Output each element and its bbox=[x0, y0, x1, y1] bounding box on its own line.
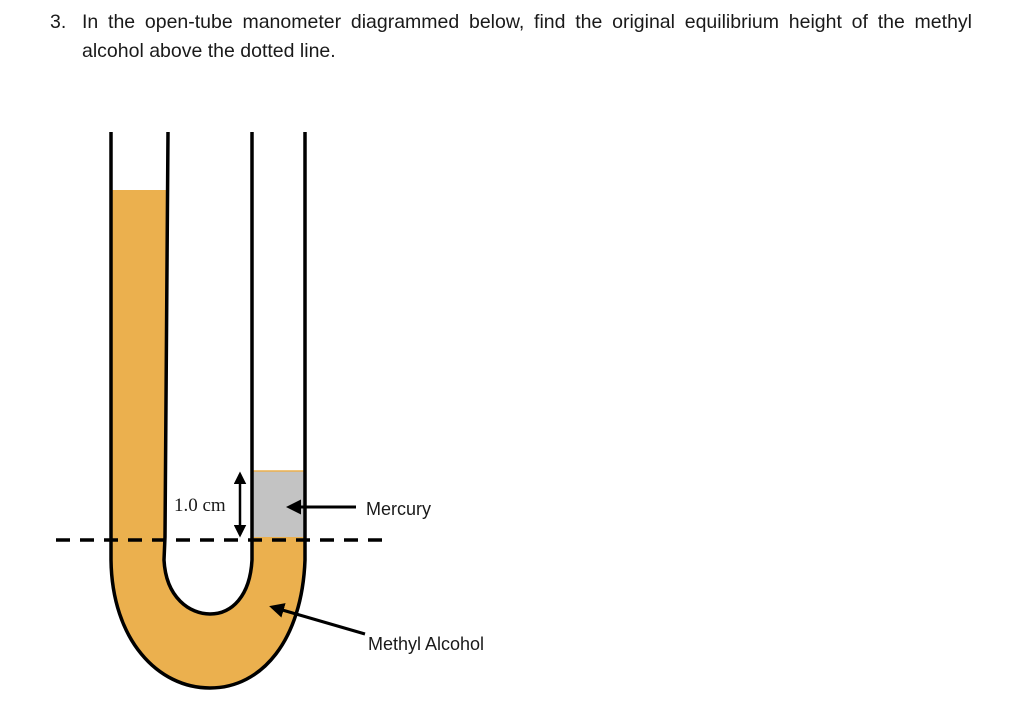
methyl-alcohol-label: Methyl Alcohol bbox=[368, 634, 484, 654]
tube-outline bbox=[109, 131, 307, 690]
methyl-alcohol-fill bbox=[111, 190, 305, 688]
mercury-label: Mercury bbox=[366, 499, 431, 519]
methyl-alcohol-pointer-arrow bbox=[269, 603, 366, 636]
measurement-label: 1.0 cm bbox=[174, 495, 226, 516]
mercury-fill bbox=[252, 471, 305, 537]
question-number: 3. bbox=[50, 11, 67, 33]
question-text: In the open-tube manometer diagrammed be… bbox=[82, 11, 972, 62]
